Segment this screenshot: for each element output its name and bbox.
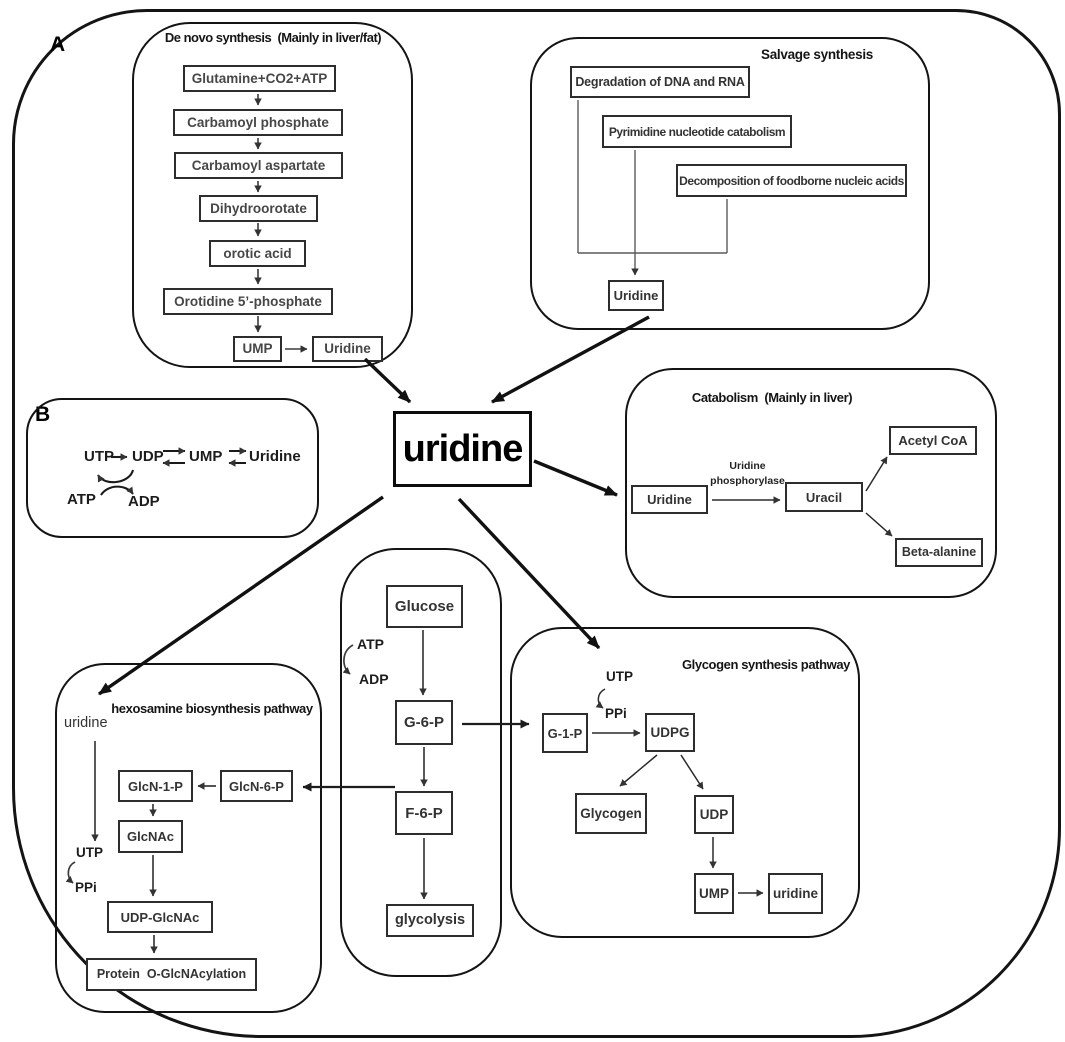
- panel-label-a: A: [50, 33, 66, 56]
- de-novo-title: De novo synthesis (Mainly in liver/fat): [164, 30, 382, 45]
- node-protein-o-glcnacylation: Protein O-GlcNAcylation: [86, 958, 257, 991]
- glycogen-title: Glycogen synthesis pathway: [681, 657, 851, 672]
- node-carbamoyl-phosphate: Carbamoyl phosphate: [173, 109, 343, 136]
- node-glucose: Glucose: [386, 585, 463, 628]
- node-orotidine-5-phosphate: Orotidine 5’-phosphate: [163, 288, 333, 315]
- outer-frame: [12, 9, 1061, 1038]
- node-pyrimidine-nucleotide-catabolism: Pyrimidine nucleotide catabolism: [602, 115, 792, 148]
- node-uridine-catabolism: Uridine: [631, 485, 708, 514]
- node-degradation-dna-rna: Degradation of DNA and RNA: [570, 66, 750, 98]
- node-uridine-glycogen: uridine: [768, 873, 823, 914]
- node-glycogen: Glycogen: [575, 793, 647, 834]
- node-uracil: Uracil: [785, 482, 863, 512]
- node-glcn1p: GlcN-1-P: [118, 770, 193, 802]
- node-orotic-acid: orotic acid: [209, 240, 306, 267]
- glycolysis-adp: ADP: [359, 671, 389, 687]
- node-glcnac: GlcNAc: [118, 820, 183, 853]
- cycle-adp: ADP: [128, 493, 160, 510]
- node-udp-glycogen: UDP: [694, 795, 734, 834]
- hexosamine-title: hexosamine biosynthesis pathway: [111, 701, 313, 716]
- enzyme-uridine-phosphorylase-line2: phosphorylase: [710, 475, 785, 487]
- node-udp-glcnac: UDP-GlcNAc: [107, 901, 213, 933]
- panel-catabolism: [625, 368, 997, 598]
- node-g6p: G-6-P: [395, 700, 453, 745]
- node-carbamoyl-aspartate: Carbamoyl aspartate: [174, 152, 343, 179]
- hexosamine-utp: UTP: [76, 845, 103, 860]
- cycle-ump: UMP: [189, 448, 223, 465]
- panel-b-cycle: [26, 398, 319, 538]
- node-uridine-central: uridine: [393, 411, 532, 487]
- cycle-utp: UTP: [84, 448, 114, 465]
- panel-glycogen: [510, 627, 860, 938]
- cycle-udp: UDP: [132, 448, 164, 465]
- node-foodborne-nucleic-acids: Decomposition of foodborne nucleic acids: [676, 164, 907, 197]
- node-g1p: G-1-P: [542, 713, 588, 753]
- enzyme-uridine-phosphorylase-line1: Uridine: [729, 460, 766, 472]
- panel-de-novo: [132, 22, 413, 368]
- hexosamine-uridine: uridine: [64, 715, 108, 731]
- node-uridine-salvage: Uridine: [608, 280, 664, 311]
- node-glcn6p: GlcN-6-P: [220, 770, 293, 802]
- node-f6p: F-6-P: [395, 791, 453, 835]
- panel-glycolysis: [340, 548, 502, 977]
- node-ump-denovo: UMP: [233, 336, 282, 362]
- salvage-title: Salvage synthesis: [761, 47, 873, 62]
- node-glycolysis: glycolysis: [386, 904, 474, 937]
- node-dihydroorotate: Dihydroorotate: [199, 195, 318, 222]
- node-acetyl-coa: Acetyl CoA: [889, 426, 977, 455]
- panel-salvage: [530, 37, 930, 330]
- node-beta-alanine: Beta-alanine: [895, 538, 983, 567]
- cycle-atp: ATP: [67, 491, 96, 508]
- cycle-uridine: Uridine: [249, 448, 301, 465]
- glycolysis-atp: ATP: [357, 636, 384, 652]
- glycogen-ppi: PPi: [605, 706, 627, 721]
- glycogen-utp: UTP: [606, 669, 633, 684]
- node-uridine-denovo: Uridine: [312, 336, 383, 362]
- hexosamine-ppi: PPi: [75, 880, 97, 895]
- node-udpg: UDPG: [645, 713, 695, 752]
- catabolism-title: Catabolism (Mainly in liver): [691, 390, 853, 405]
- node-glutamine-co2-atp: Glutamine+CO2+ATP: [183, 65, 336, 92]
- node-ump-glycogen: UMP: [694, 873, 734, 914]
